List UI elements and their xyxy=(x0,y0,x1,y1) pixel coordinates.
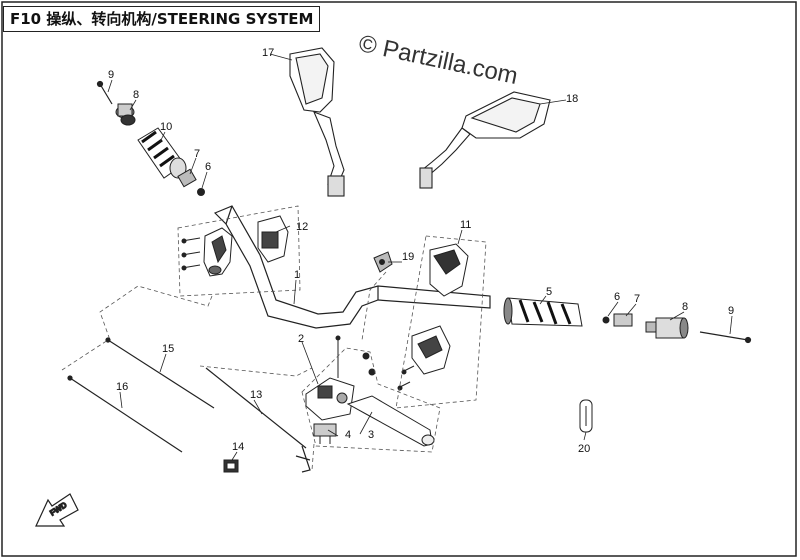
callout-14: 14 xyxy=(232,441,244,453)
callout-3: 3 xyxy=(368,429,374,441)
right-switch-dashed-box xyxy=(395,235,487,409)
callout-20: 20 xyxy=(578,443,590,455)
left-collar[interactable] xyxy=(177,168,205,196)
callout-12: 12 xyxy=(296,221,308,233)
left-bar-end-weight[interactable] xyxy=(115,103,136,126)
callout-4: 4 xyxy=(345,429,351,441)
callout-5: 5 xyxy=(546,286,552,298)
forward-direction-arrow: FWD xyxy=(35,493,79,527)
cable-guide[interactable] xyxy=(373,251,393,273)
callout-9-right: 9 xyxy=(728,305,734,317)
right-mirror[interactable] xyxy=(419,91,551,189)
left-bar-end-bolt[interactable] xyxy=(96,80,113,105)
left-mirror[interactable] xyxy=(289,47,345,197)
clutch-lever[interactable] xyxy=(346,395,435,447)
callout-19: 19 xyxy=(402,251,414,263)
cable-dashed-guides xyxy=(61,339,315,471)
left-switch-housing[interactable] xyxy=(203,215,289,277)
callout-2: 2 xyxy=(298,333,304,345)
cable-clip[interactable] xyxy=(223,459,239,473)
callout-1: 1 xyxy=(294,269,300,281)
throttle-cable-b[interactable] xyxy=(67,375,183,453)
lever-bracket[interactable] xyxy=(305,335,376,421)
right-collar[interactable] xyxy=(602,313,633,327)
leader-lines xyxy=(107,53,733,461)
right-bar-end-bolt[interactable] xyxy=(699,331,752,344)
diagram-title: F10 操纵、转向机构/STEERING SYSTEM xyxy=(3,6,321,32)
callout-7-left: 7 xyxy=(194,148,200,160)
callout-8-left: 8 xyxy=(133,89,139,101)
callout-8-right: 8 xyxy=(682,301,688,313)
callout-13: 13 xyxy=(250,389,262,401)
callout-11: 11 xyxy=(460,219,471,231)
cable-tie[interactable] xyxy=(579,399,593,433)
callout-9-left: 9 xyxy=(108,69,114,81)
callout-6-left: 6 xyxy=(205,161,211,173)
callout-16: 16 xyxy=(116,381,128,393)
handlebar[interactable] xyxy=(213,205,491,329)
callout-labels: 9 8 10 7 6 17 18 12 1 2 11 19 5 6 7 8 9 … xyxy=(108,47,734,455)
callout-6-right: 6 xyxy=(614,291,620,303)
right-bar-end-weight[interactable] xyxy=(645,317,689,339)
callout-17: 17 xyxy=(262,47,274,59)
lever-clamp[interactable] xyxy=(313,423,337,444)
throttle-cable-a[interactable] xyxy=(105,337,215,409)
callout-15: 15 xyxy=(162,343,174,355)
clutch-cable[interactable] xyxy=(205,367,311,473)
right-switch-housing[interactable] xyxy=(411,243,469,375)
right-switch-screws xyxy=(397,365,415,391)
callout-7-right: 7 xyxy=(634,293,640,305)
cable-guide-dashed xyxy=(361,271,387,341)
lever-dashed-box xyxy=(301,347,441,453)
callout-10: 10 xyxy=(160,121,172,133)
callout-18: 18 xyxy=(566,93,578,105)
left-switch-dashed-box xyxy=(99,205,301,341)
right-grip[interactable] xyxy=(503,297,583,327)
left-switch-screws xyxy=(181,237,201,271)
left-grip[interactable] xyxy=(137,127,187,179)
